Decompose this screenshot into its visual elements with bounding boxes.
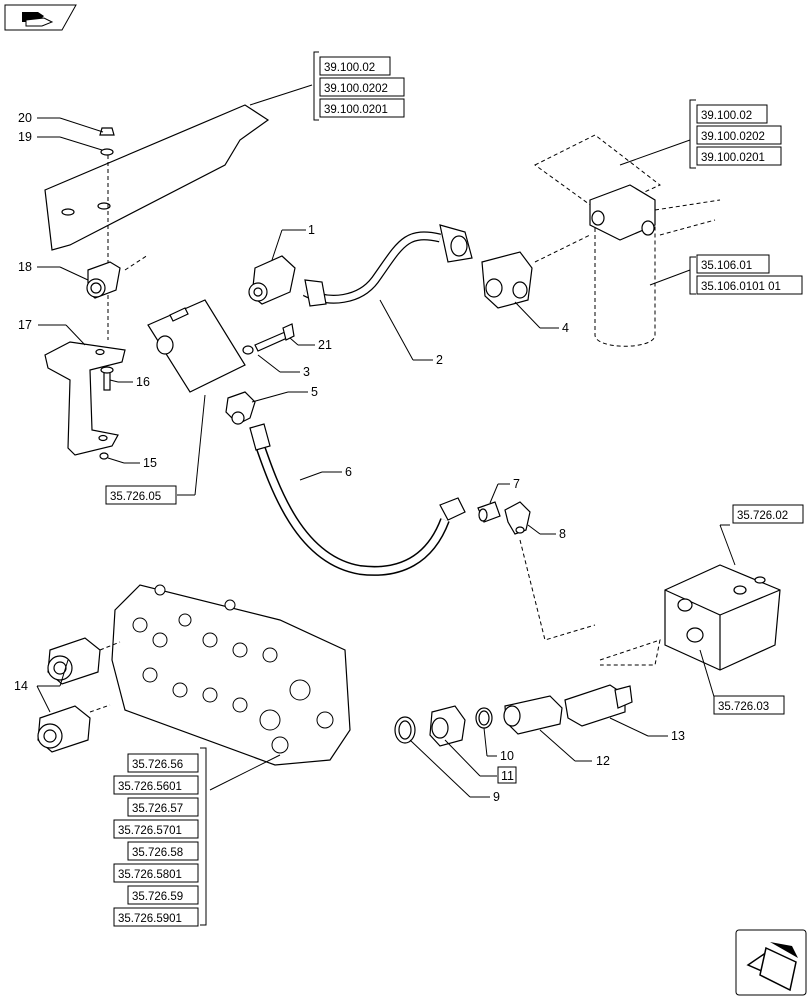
ref-top-2[interactable]: 39.100.0202 [324, 83, 388, 95]
washer-19 [100, 148, 114, 156]
callout-15: 15 [143, 456, 157, 470]
callout-7: 7 [513, 477, 520, 491]
ref-right-1[interactable]: 39.100.02 [701, 110, 752, 122]
bracket-17 [44, 341, 126, 456]
callout-5: 5 [311, 385, 318, 399]
callout-12: 12 [596, 754, 610, 768]
block-3 [147, 299, 246, 393]
fitting-5 [225, 391, 256, 425]
ref-manifold-top-text[interactable]: 35.726.02 [737, 510, 788, 522]
leader-lines [36, 84, 736, 798]
adapter-7 [477, 501, 501, 523]
ref-valve-4[interactable]: 35.726.5701 [118, 825, 182, 837]
ref-valve-7[interactable]: 35.726.59 [132, 891, 183, 903]
ref-manifold-bottom-text[interactable]: 35.726.03 [718, 701, 769, 713]
coupling-14-lower [37, 705, 91, 753]
callout-14: 14 [14, 679, 28, 693]
nut-20 [99, 127, 115, 136]
bolt-21 [242, 323, 295, 355]
ref-right-3[interactable]: 39.100.0201 [701, 152, 765, 164]
callout-11-box [497, 766, 517, 784]
manifold-block [599, 564, 781, 671]
ref-valve-5[interactable]: 35.726.58 [132, 847, 183, 859]
elbow-8 [504, 501, 531, 535]
seal-10 [475, 707, 493, 729]
callout-3: 3 [303, 365, 310, 379]
callout-20: 20 [18, 111, 32, 125]
tee-fitting-4 [481, 251, 533, 309]
ref-valve-8[interactable]: 35.726.5901 [118, 913, 182, 925]
callout-4: 4 [562, 321, 569, 335]
ref-group-right[interactable]: 39.100.02 39.100.0202 39.100.0201 [696, 104, 782, 166]
coupler-13 [564, 684, 633, 727]
bolt-16 [100, 366, 114, 391]
callout-9: 9 [493, 790, 500, 804]
ref-valve-1[interactable]: 35.726.56 [132, 759, 183, 771]
ref-top-1[interactable]: 39.100.02 [324, 62, 375, 74]
callout-18: 18 [18, 260, 32, 274]
callout-numbers: 1 2 3 4 5 6 7 8 9 10 11 12 13 14 15 16 1… [14, 111, 685, 804]
callout-2: 2 [436, 353, 443, 367]
prev-page-arrow-icon[interactable] [4, 4, 77, 31]
control-valve-stack [111, 584, 351, 766]
ref-top-3[interactable]: 39.100.0201 [324, 104, 388, 116]
group-brackets [200, 51, 696, 926]
ref-filter-1[interactable]: 35.106.01 [701, 260, 752, 272]
ref-right-2[interactable]: 39.100.0202 [701, 131, 765, 143]
ref-block-text[interactable]: 35.726.05 [110, 491, 161, 503]
callout-10: 10 [500, 749, 514, 763]
callout-17: 17 [18, 318, 32, 332]
ref-valve-6[interactable]: 35.726.5801 [118, 869, 182, 881]
ref-manifold-top[interactable]: 35.726.02 [732, 504, 804, 524]
fitting-1 [248, 255, 296, 305]
callout-11: 11 [501, 769, 514, 783]
ref-valve-2[interactable]: 35.726.5601 [118, 781, 182, 793]
callout-16: 16 [136, 375, 150, 389]
fitting-18 [86, 261, 121, 299]
callout-21: 21 [318, 338, 332, 352]
mounting-plate [44, 104, 270, 251]
ref-group-filter[interactable]: 35.106.01 35.106.0101 01 [696, 254, 803, 295]
coupler-12 [503, 695, 563, 735]
ref-filter-2[interactable]: 35.106.0101 01 [701, 281, 781, 293]
ref-block[interactable]: 35.726.05 [105, 485, 177, 505]
callout-8: 8 [559, 527, 566, 541]
callout-19: 19 [18, 130, 32, 144]
nut-15 [99, 452, 109, 460]
ref-valve-3[interactable]: 35.726.57 [132, 803, 183, 815]
next-page-arrow-icon[interactable] [735, 929, 807, 996]
callout-13: 13 [671, 729, 685, 743]
hose-6 [249, 423, 466, 576]
adapter-11 [429, 705, 466, 747]
callout-6: 6 [345, 465, 352, 479]
ref-group-valve[interactable]: 35.726.56 35.726.5601 35.726.57 35.726.5… [113, 753, 199, 927]
oil-filter [534, 134, 721, 347]
ref-manifold-bottom[interactable]: 35.726.03 [713, 695, 785, 715]
ref-group-top[interactable]: 39.100.02 39.100.0202 39.100.0201 [319, 56, 405, 118]
tube-2 [302, 224, 473, 307]
coupling-14-upper [47, 637, 101, 685]
callout-1: 1 [308, 223, 315, 237]
seal-9 [394, 716, 416, 744]
